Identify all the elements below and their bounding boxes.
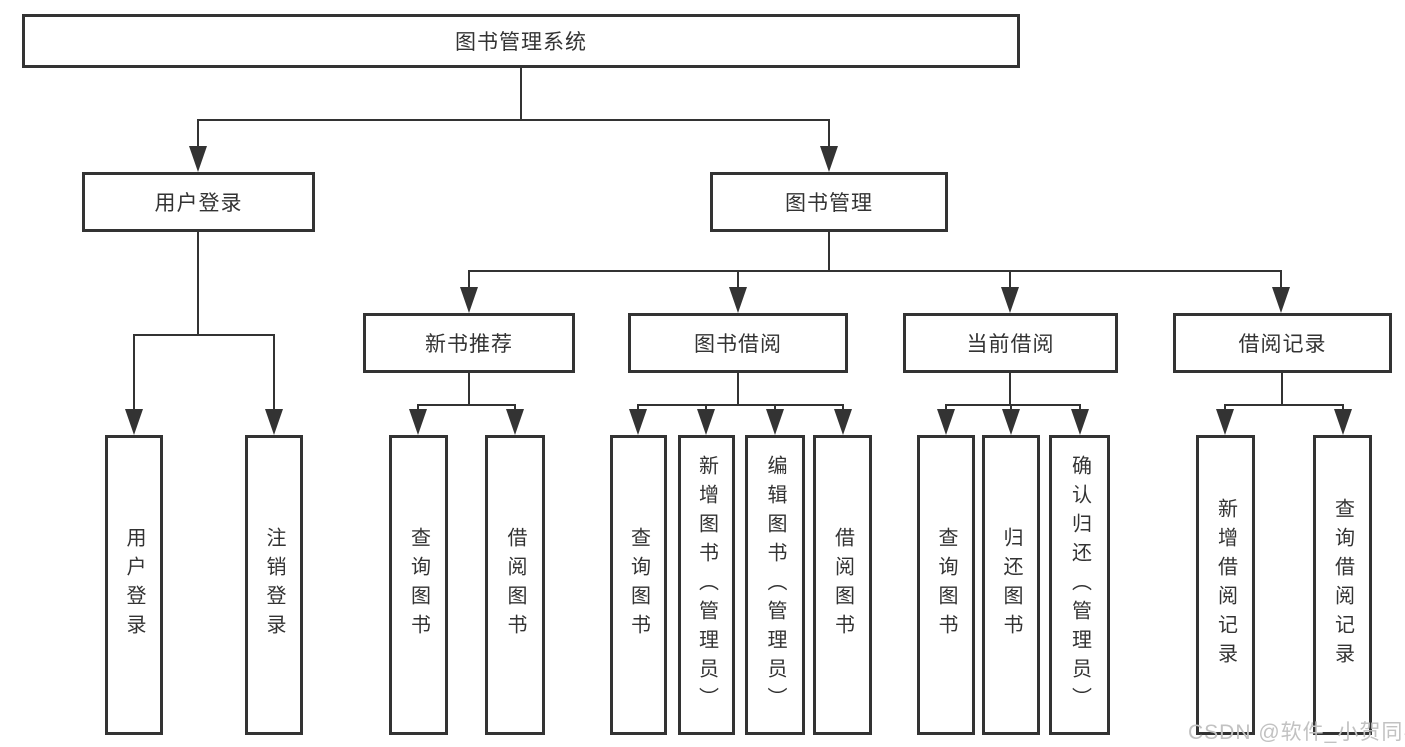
- node-root-label: 图书管理系统: [455, 31, 587, 54]
- node-user-login-label: 用户登录: [154, 192, 243, 215]
- arrow-down-icon: [1001, 287, 1019, 313]
- arrow-down-icon: [1071, 409, 1089, 435]
- node-book-borrowing-label: 图书借阅: [694, 333, 782, 356]
- connector-userlogin-stem: [197, 232, 199, 336]
- connector-recommend-stem: [468, 373, 470, 406]
- connector-root-drop-right: [828, 119, 830, 148]
- node-new-book-recommend-label: 新书推荐: [425, 333, 513, 356]
- connector-current-drop-3: [1079, 404, 1081, 413]
- leaf-add-borrow-record-label: 新增借阅记录: [1214, 498, 1237, 672]
- node-book-borrowing: 图书借阅: [628, 313, 848, 373]
- leaf-query-borrow-record: 查询借阅记录: [1313, 435, 1372, 735]
- leaf-query-books-borrowing-label: 查询图书: [627, 527, 650, 643]
- connector-bookmgmt-drop-3: [1009, 270, 1011, 289]
- arrow-down-icon: [1216, 409, 1234, 435]
- connector-borrowing-drop-2: [705, 404, 707, 413]
- arrow-down-icon: [629, 409, 647, 435]
- connector-bookmgmt-rail: [468, 270, 1282, 272]
- leaf-add-books-admin-label: 新增图书（管理员）: [695, 454, 718, 716]
- arrow-down-icon: [1334, 409, 1352, 435]
- connector-root-stem: [520, 68, 522, 121]
- connector-bookmgmt-stem: [828, 232, 830, 272]
- leaf-return-books-label: 归还图书: [1000, 527, 1022, 643]
- connector-root-drop-left: [197, 119, 199, 148]
- node-user-login: 用户登录: [82, 172, 315, 232]
- arrow-down-icon: [1272, 287, 1290, 313]
- arrow-down-icon: [766, 409, 784, 435]
- leaf-logout-label: 注销登录: [263, 527, 285, 643]
- arrow-down-icon: [265, 409, 283, 435]
- leaf-query-borrow-record-label: 查询借阅记录: [1331, 498, 1354, 672]
- connector-current-stem: [1009, 373, 1011, 406]
- node-book-management-label: 图书管理: [785, 192, 873, 215]
- connector-recommend-rail: [417, 404, 516, 406]
- connector-bookmgmt-drop-4: [1280, 270, 1282, 289]
- leaf-query-books-recommend-label: 查询图书: [407, 527, 430, 643]
- arrow-down-icon: [409, 409, 427, 435]
- node-root: 图书管理系统: [22, 14, 1020, 68]
- arrow-down-icon: [834, 409, 852, 435]
- arrow-down-icon: [506, 409, 524, 435]
- leaf-edit-books-admin-label: 编辑图书（管理员）: [764, 454, 786, 716]
- leaf-add-borrow-record: 新增借阅记录: [1196, 435, 1255, 735]
- arrow-down-icon: [729, 287, 747, 313]
- leaf-edit-books-admin: 编辑图书（管理员）: [745, 435, 805, 735]
- connector-bookmgmt-drop-2: [737, 270, 739, 289]
- connector-userlogin-drop-1: [133, 334, 135, 411]
- connector-records-rail: [1224, 404, 1344, 406]
- connector-borrowing-drop-1: [637, 404, 639, 413]
- arrow-down-icon: [460, 287, 478, 313]
- connector-recommend-drop-1: [417, 404, 419, 413]
- node-borrow-records: 借阅记录: [1173, 313, 1392, 373]
- connector-records-stem: [1281, 373, 1283, 406]
- arrow-down-icon: [189, 146, 207, 172]
- leaf-logout: 注销登录: [245, 435, 303, 735]
- leaf-confirm-return-admin-label: 确认归还（管理员）: [1068, 454, 1091, 716]
- connector-root-rail: [197, 119, 830, 121]
- node-book-management: 图书管理: [710, 172, 948, 232]
- connector-current-drop-2: [1010, 404, 1012, 413]
- leaf-query-books-recommend: 查询图书: [389, 435, 448, 735]
- leaf-borrow-books-recommend-label: 借阅图书: [504, 527, 526, 643]
- node-current-borrowing: 当前借阅: [903, 313, 1118, 373]
- connector-userlogin-rail: [133, 334, 275, 336]
- node-current-borrowing-label: 当前借阅: [966, 333, 1055, 356]
- connector-current-drop-1: [945, 404, 947, 413]
- connector-recommend-drop-2: [514, 404, 516, 413]
- leaf-confirm-return-admin: 确认归还（管理员）: [1049, 435, 1110, 735]
- connector-borrowing-drop-3: [774, 404, 776, 413]
- connector-borrowing-rail: [637, 404, 844, 406]
- leaf-user-login-label: 用户登录: [123, 527, 145, 643]
- node-new-book-recommend: 新书推荐: [363, 313, 575, 373]
- connector-borrowing-stem: [737, 373, 739, 406]
- arrow-down-icon: [937, 409, 955, 435]
- connector-bookmgmt-drop-1: [468, 270, 470, 289]
- leaf-borrow-books-borrowing-label: 借阅图书: [831, 527, 854, 643]
- csdn-watermark: CSDN @软件_小贺同学: [1188, 721, 1405, 744]
- arrow-down-icon: [820, 146, 838, 172]
- leaf-return-books: 归还图书: [982, 435, 1040, 735]
- leaf-query-books-current: 查询图书: [917, 435, 975, 735]
- leaf-add-books-admin: 新增图书（管理员）: [678, 435, 735, 735]
- arrow-down-icon: [697, 409, 715, 435]
- connector-records-drop-1: [1224, 404, 1226, 413]
- leaf-borrow-books-borrowing: 借阅图书: [813, 435, 872, 735]
- leaf-query-books-borrowing: 查询图书: [610, 435, 667, 735]
- connector-borrowing-drop-4: [842, 404, 844, 413]
- leaf-borrow-books-recommend: 借阅图书: [485, 435, 545, 735]
- connector-current-rail: [945, 404, 1081, 406]
- leaf-query-books-current-label: 查询图书: [935, 527, 957, 643]
- leaf-user-login: 用户登录: [105, 435, 163, 735]
- node-borrow-records-label: 借阅记录: [1238, 333, 1327, 356]
- connector-records-drop-2: [1342, 404, 1344, 413]
- arrow-down-icon: [125, 409, 143, 435]
- connector-userlogin-drop-2: [273, 334, 275, 411]
- arrow-down-icon: [1002, 409, 1020, 435]
